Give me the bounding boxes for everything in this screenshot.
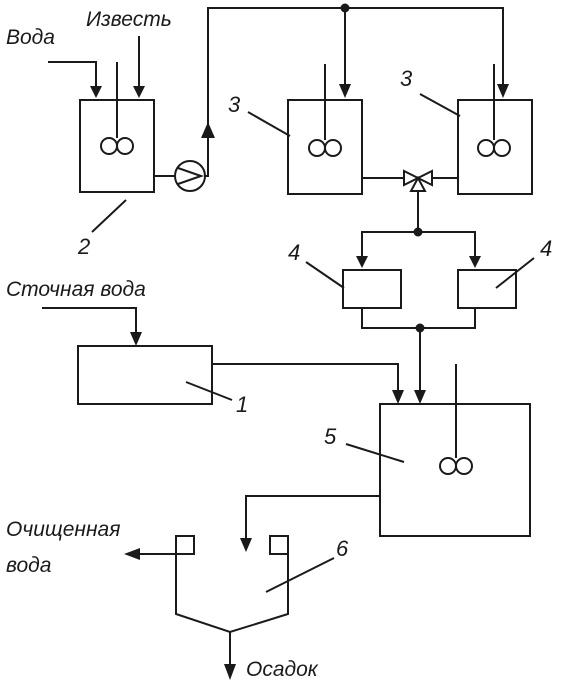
leader-2 bbox=[91, 199, 127, 233]
leader-4-left bbox=[305, 261, 345, 289]
number-1: 1 bbox=[236, 392, 248, 417]
number-3-left: 3 bbox=[228, 92, 241, 117]
leader-1 bbox=[185, 381, 233, 401]
leader-4-right bbox=[495, 257, 535, 289]
lime-tank-2 bbox=[79, 62, 155, 193]
number-2: 2 bbox=[77, 234, 90, 259]
doser-merge-line bbox=[361, 308, 476, 404]
pump-icon bbox=[174, 160, 206, 192]
number-3-right: 3 bbox=[400, 66, 413, 91]
reactor-outlet-line bbox=[240, 495, 380, 552]
doser-4-right bbox=[457, 269, 517, 309]
leader-5 bbox=[345, 443, 405, 463]
leader-3-right bbox=[419, 93, 461, 117]
equalizer-tank-1 bbox=[77, 345, 213, 405]
label-lime: Известь bbox=[86, 8, 172, 31]
leader-3-left bbox=[247, 111, 291, 137]
lime-milk-tank-3-left bbox=[287, 64, 363, 195]
label-purified-water-1: Очищенная bbox=[6, 518, 120, 541]
three-way-valve-icon bbox=[403, 169, 433, 192]
doser-4-left bbox=[342, 269, 402, 309]
lime-inlet-line bbox=[133, 36, 145, 98]
lime-milk-tank-3-right bbox=[457, 64, 533, 195]
wastewater-inlet-line bbox=[42, 307, 142, 346]
leader-6 bbox=[265, 557, 335, 593]
number-4-right: 4 bbox=[540, 236, 552, 261]
reactor-5 bbox=[379, 364, 531, 537]
equalizer-outlet-line bbox=[212, 363, 404, 404]
sludge-outlet-line bbox=[224, 632, 236, 680]
label-water: Вода bbox=[6, 26, 55, 49]
number-6: 6 bbox=[336, 536, 349, 561]
dosing-split-line bbox=[356, 191, 481, 268]
number-4-left: 4 bbox=[288, 240, 300, 265]
purified-water-outlet-line bbox=[124, 548, 176, 560]
label-sludge: Осадок bbox=[246, 658, 319, 681]
label-wastewater: Сточная вода bbox=[6, 278, 146, 301]
water-inlet-line bbox=[48, 61, 102, 98]
number-5: 5 bbox=[324, 424, 337, 449]
label-purified-water-2: вода bbox=[6, 554, 51, 577]
pump-riser-line bbox=[201, 3, 509, 177]
settler-6 bbox=[175, 535, 289, 634]
